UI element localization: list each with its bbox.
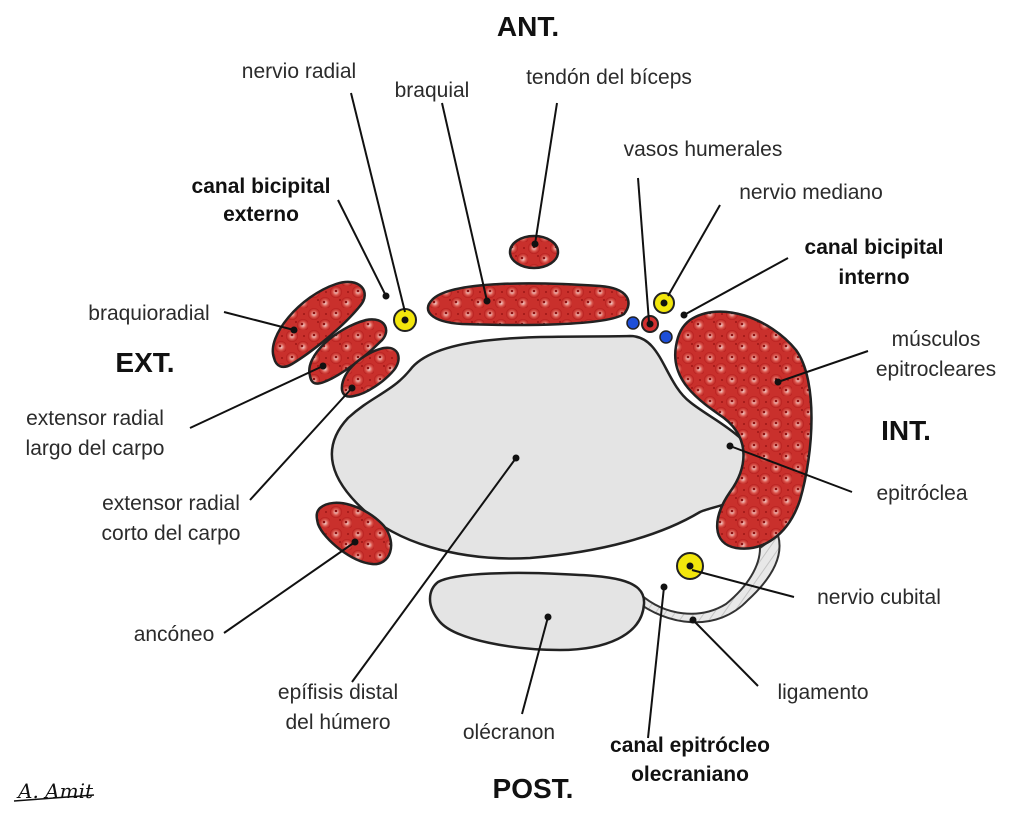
biceps-tendon xyxy=(508,234,560,270)
leader-dots xyxy=(290,240,782,624)
label-nervio-cubital: nervio cubital xyxy=(817,586,941,609)
braquial-muscle xyxy=(426,282,630,327)
label-extensor-largo-line1: extensor radial xyxy=(26,407,164,430)
label-braquioradial: braquioradial xyxy=(88,302,209,325)
label-canal-epitrocleo-line2: olecraniano xyxy=(631,763,749,786)
signature: A. Amit xyxy=(16,779,94,803)
label-anconeo: ancóneo xyxy=(134,623,215,646)
label-nervio-mediano: nervio mediano xyxy=(739,181,883,204)
label-extensor-corto-line2: corto del carpo xyxy=(102,522,241,545)
label-extensor-largo-line2: largo del carpo xyxy=(26,437,165,460)
label-braquial: braquial xyxy=(395,79,470,102)
label-tendon-biceps: tendón del bíceps xyxy=(526,66,692,89)
label-extensor-corto-line1: extensor radial xyxy=(102,492,240,515)
vena-humeral-right-shape xyxy=(659,330,673,344)
label-nervio-radial: nervio radial xyxy=(242,60,356,83)
humerus-epiphysis-shape xyxy=(330,334,762,560)
direction-internal: INT. xyxy=(881,415,931,446)
musculos-epitrocleares-muscle xyxy=(673,310,813,550)
label-vasos-humerales: vasos humerales xyxy=(624,138,783,161)
label-epifisis-line1: epífisis distal xyxy=(278,681,398,704)
label-olecranon: olécranon xyxy=(463,721,555,744)
braquioradial-muscle xyxy=(271,280,366,369)
label-epitroclea: epitróclea xyxy=(876,482,967,505)
label-canal-epitrocleo-line1: canal epitrócleo xyxy=(610,734,770,757)
label-canal-bicipital-interno-line1: canal bicipital xyxy=(805,236,944,259)
direction-posterior: POST. xyxy=(493,773,574,804)
ligament-shape xyxy=(630,533,781,624)
signature-underline xyxy=(13,794,95,802)
anconeo-muscle xyxy=(315,501,393,566)
label-ligamento: ligamento xyxy=(777,681,868,704)
leader-lines xyxy=(189,92,869,739)
extensor-radial-corto-muscle xyxy=(340,346,400,398)
direction-external: EXT. xyxy=(115,347,174,378)
label-canal-bicipital-externo-line2: externo xyxy=(223,203,299,226)
label-canal-bicipital-interno-line2: interno xyxy=(838,266,909,289)
label-canal-bicipital-externo-line1: canal bicipital xyxy=(192,175,331,198)
label-musculos-epitrocleares-line1: músculos xyxy=(892,328,981,351)
direction-anterior: ANT. xyxy=(497,11,559,42)
extensor-radial-largo-muscle xyxy=(308,318,388,385)
label-musculos-epitrocleares-line2: epitrocleares xyxy=(876,358,996,381)
vena-humeral-left-shape xyxy=(626,316,640,330)
olecranon-shape xyxy=(428,571,646,652)
label-epifisis-line2: del húmero xyxy=(285,711,390,734)
